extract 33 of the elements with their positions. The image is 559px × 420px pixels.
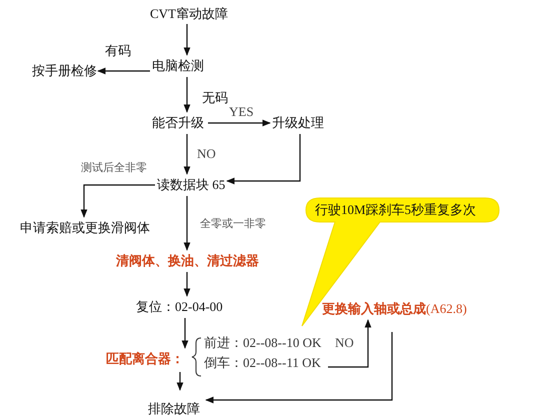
arrow (80, 184, 155, 218)
arrow (184, 134, 190, 175)
step-text: 复位：02-04-00 (136, 298, 224, 316)
arrow (97, 68, 150, 74)
arrow (184, 24, 190, 56)
arrow (184, 196, 190, 251)
step-text: 更换输入轴或总成(A62.8) (322, 300, 482, 318)
edge-label: YES (228, 105, 255, 119)
step-text: 申请索赔或更换滑阀体 (20, 219, 150, 237)
callout-text: 行驶10M踩刹车5秒重复多次 (315, 201, 476, 219)
decision-text: 能否升级 (152, 114, 206, 132)
step-text: 按手册检修 (32, 62, 96, 80)
edge-label: 无码 (201, 91, 229, 105)
arrow (184, 77, 190, 113)
arrow (208, 120, 271, 126)
arrow (328, 319, 372, 368)
step-text: 读数据块 65 (157, 176, 225, 194)
edge-label: 测试后全非零 (80, 161, 148, 175)
step-text: 匹配离合器： (106, 350, 188, 370)
edge-label: NO (334, 336, 355, 350)
setting-text: 前进：02--08--10 OK 倒车：02--08--11 OK (204, 333, 326, 373)
arrow (226, 134, 301, 184)
step-text: 排除故障 (148, 392, 204, 416)
step-text: 升级处理 (272, 114, 326, 132)
arrow (184, 272, 190, 297)
edge-label: 全零或一非零 (199, 217, 267, 231)
step-text: 电脑检测 (152, 57, 206, 75)
step-text: 清阀体、换油、清过滤器 (116, 252, 258, 270)
arrow (176, 372, 184, 391)
arrow (182, 318, 188, 349)
edge-label: NO (196, 147, 217, 161)
edge-label: 有码 (104, 44, 132, 58)
arrow (205, 332, 393, 404)
